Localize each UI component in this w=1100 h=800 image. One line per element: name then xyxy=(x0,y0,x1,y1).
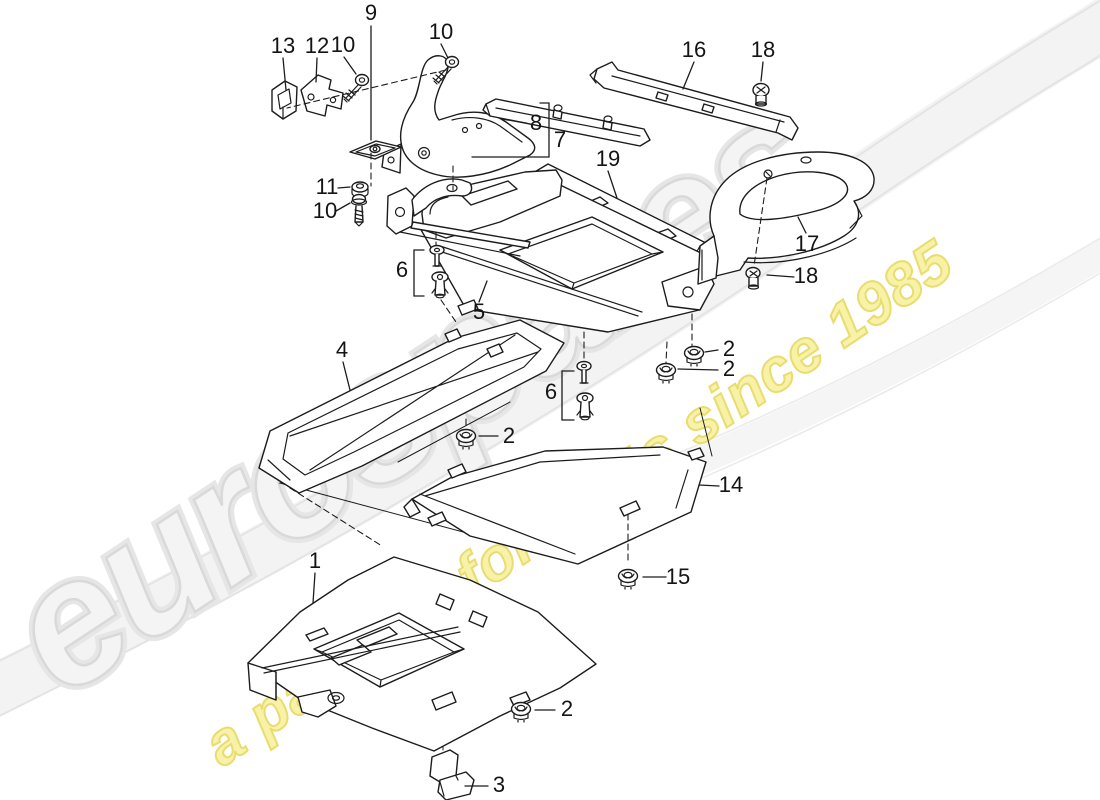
part-18-rivet-b xyxy=(745,266,761,290)
part-10-screw-b xyxy=(432,55,460,85)
callout-2-24: 2 xyxy=(561,696,573,721)
assembly-dashed-lines xyxy=(286,69,768,562)
callout-4-16: 4 xyxy=(336,337,348,362)
part-10-screw-c xyxy=(350,193,368,227)
callout-2-18: 2 xyxy=(723,356,735,381)
part-15-speed-nut xyxy=(617,568,639,590)
part-17-wheelhouse-cover xyxy=(697,151,875,285)
callout-12-2: 12 xyxy=(305,33,329,58)
callout-5-15: 5 xyxy=(473,299,485,324)
callout-14-21: 14 xyxy=(719,472,743,497)
callout-6-14: 6 xyxy=(396,257,408,282)
part-11-washer xyxy=(351,181,369,198)
part-6-fastener-set-b xyxy=(576,360,594,421)
callout-1-23: 1 xyxy=(309,548,321,573)
callout-18-6: 18 xyxy=(751,37,775,62)
callout-10-11: 10 xyxy=(313,198,337,223)
callout-2-17: 2 xyxy=(723,336,735,361)
part-8-support-rail xyxy=(482,98,651,147)
part-10-screw-a xyxy=(342,73,370,103)
callout-3-25: 3 xyxy=(493,772,505,797)
part-6-fastener-set-a xyxy=(429,244,449,299)
part-1-underbody-panel xyxy=(247,556,597,752)
part-18-rivet-a xyxy=(752,82,770,107)
part-14-cover-rail xyxy=(403,446,707,565)
part-2-speed-nut-d xyxy=(510,701,532,723)
callout-17-12: 17 xyxy=(795,231,819,256)
part-7-bracket-group xyxy=(381,55,536,257)
callout-8-7: 8 xyxy=(530,110,542,135)
part-4-frame xyxy=(258,319,565,494)
callout-6-19: 6 xyxy=(545,379,557,404)
part-16-sill-rail xyxy=(589,61,799,141)
part-2-speed-nut-a xyxy=(683,345,705,367)
callout-19-9: 19 xyxy=(596,146,620,171)
callout-11-10: 11 xyxy=(316,174,339,199)
callout-16-5: 16 xyxy=(682,37,706,62)
callout-15-22: 15 xyxy=(666,564,690,589)
callout-13-1: 13 xyxy=(271,33,295,58)
callout-2-20: 2 xyxy=(503,423,515,448)
callout-10-3: 10 xyxy=(331,32,355,57)
callout-10-4: 10 xyxy=(429,19,453,44)
callout-18-13: 18 xyxy=(794,263,818,288)
part-3-retainer-clip xyxy=(429,749,475,800)
callout-9-0: 9 xyxy=(365,0,377,25)
callout-leader-lines xyxy=(282,25,807,787)
callout-7-8: 7 xyxy=(554,127,566,152)
part-2-speed-nut-b xyxy=(655,362,677,384)
part-12-bracket-plate xyxy=(300,74,344,117)
part-13-clip xyxy=(271,80,298,120)
part-2-speed-nut-c xyxy=(455,428,477,450)
part-9-nut-plate xyxy=(349,140,402,160)
